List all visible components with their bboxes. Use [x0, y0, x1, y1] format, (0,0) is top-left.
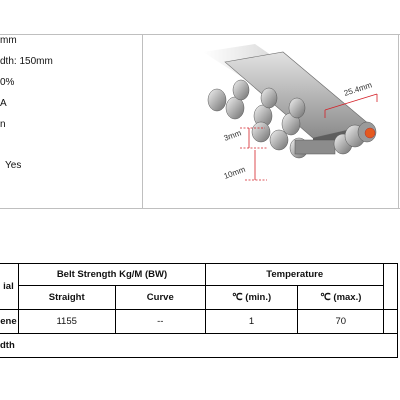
- temperature-header: Temperature: [205, 263, 385, 286]
- tmax-header: ℃ (max.): [297, 285, 385, 310]
- spec-line-3: 0%: [0, 77, 15, 88]
- curve-header: Curve: [114, 285, 207, 310]
- belt-illustration: 25.4mm 3mm 10mm: [203, 44, 378, 181]
- footer-row: dth: [0, 333, 398, 358]
- curve-cell: --: [114, 309, 207, 334]
- straight-header: Straight: [17, 285, 116, 310]
- tmin-cell: 1: [205, 309, 299, 334]
- table-row: ene 1155 -- 1 70: [0, 309, 398, 334]
- depth-label: 10mm: [223, 165, 247, 181]
- belt-properties-table: ial Belt Strength Kg/M (BW) Temperature …: [0, 263, 398, 358]
- tmin-header: ℃ (min.): [205, 285, 299, 310]
- spec-line-5: n: [0, 119, 6, 130]
- strength-header: Belt Strength Kg/M (BW): [17, 263, 207, 286]
- straight-cell: 1155: [17, 309, 116, 334]
- pitch-label: 25.4mm: [343, 80, 374, 98]
- top-border: [0, 34, 400, 35]
- spec-line-2: dth: 150mm: [0, 56, 53, 67]
- right-divider: [398, 34, 399, 209]
- pitch-dimension-line: [324, 93, 378, 111]
- material-header: ial: [0, 263, 19, 310]
- tmax-cell: 70: [297, 309, 385, 334]
- material-cell: ene: [0, 309, 19, 334]
- column-divider: [142, 34, 143, 209]
- spec-line-1: mm: [0, 35, 17, 46]
- spec-line-4: A: [0, 98, 7, 109]
- mid-border: [0, 208, 400, 209]
- pin-end: [364, 127, 376, 139]
- spec-line-6: Yes: [5, 160, 22, 171]
- height-label: 3mm: [223, 128, 243, 143]
- belt-links: [207, 79, 377, 159]
